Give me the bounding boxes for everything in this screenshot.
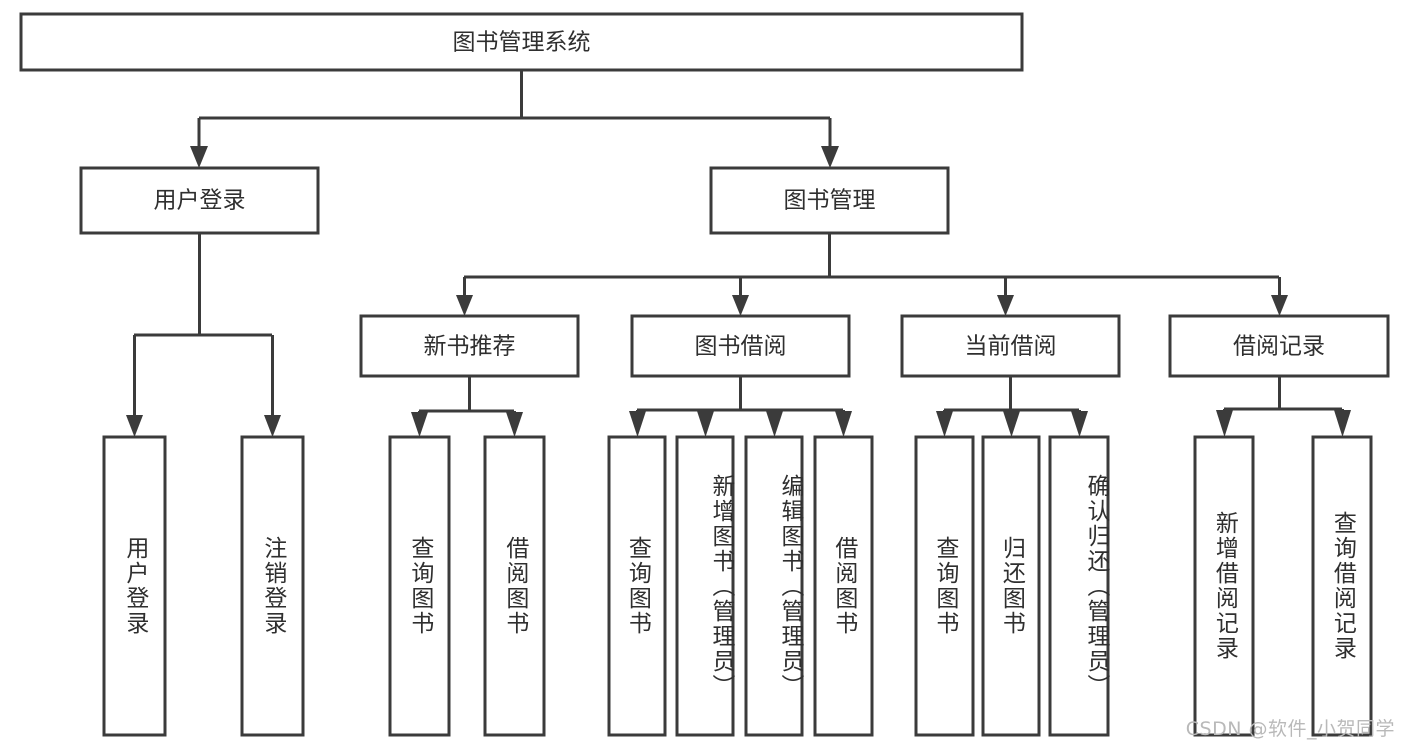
arrow-bookmgmt-d2-icon	[732, 295, 749, 316]
node-leaf-confirm-return-box[interactable]	[1048, 435, 1110, 737]
connector-group-book-mgmt	[456, 233, 1288, 316]
arrow-borrow-d3-icon	[766, 411, 783, 437]
node-root-label: 图书管理系统	[453, 30, 591, 56]
arrow-record-d1-icon	[1216, 410, 1233, 437]
arrow-bookmgmt-d4-icon	[1271, 295, 1288, 316]
arrow-user-leaf1-icon	[126, 415, 143, 437]
node-leaf-borrow-book-1-box[interactable]	[483, 435, 546, 737]
node-book-mgmt-box[interactable]	[709, 166, 950, 235]
arrow-current-d2-icon	[1003, 411, 1020, 437]
arrow-root-to-book-icon	[821, 146, 839, 168]
arrow-newbook-d1-icon	[411, 412, 428, 437]
node-root-box[interactable]	[19, 12, 1024, 72]
node-leaf-query-book-3-box[interactable]	[914, 435, 975, 737]
node-leaf-query-record-box[interactable]	[1311, 435, 1373, 737]
connector-group-root	[190, 70, 839, 168]
arrow-newbook-d2-icon	[506, 412, 523, 437]
node-leaf-query-book-1-box[interactable]	[388, 435, 451, 737]
node-leaf-add-record-box[interactable]	[1193, 435, 1255, 737]
connector-group-borrow	[629, 376, 852, 437]
node-borrow-record-label: 借阅记录	[1233, 334, 1325, 360]
node-current-borrow-label: 当前借阅	[965, 334, 1057, 360]
arrow-current-d1-icon	[936, 411, 953, 437]
node-user-login-label: 用户登录	[154, 188, 246, 214]
arrow-current-d3-icon	[1071, 411, 1088, 437]
arrow-user-leaf2-icon	[264, 415, 281, 437]
node-book-borrow-label: 图书借阅	[695, 334, 787, 360]
node-new-book-rec-box[interactable]	[359, 314, 580, 378]
node-leaf-add-book-box[interactable]	[675, 435, 735, 737]
node-current-borrow-box[interactable]	[900, 314, 1121, 378]
connector-group-newbook	[411, 376, 523, 437]
node-leaf-edit-book-box[interactable]	[744, 435, 804, 737]
node-user-login-box[interactable]	[79, 166, 320, 235]
connector-group-record	[1216, 376, 1351, 437]
arrow-borrow-d1-icon	[629, 411, 646, 437]
node-leaf-query-book-2-box[interactable]	[607, 435, 667, 737]
node-book-borrow-box[interactable]	[630, 314, 851, 378]
node-book-mgmt-label: 图书管理	[784, 188, 876, 214]
connector-group-user-login	[126, 233, 281, 437]
node-leaf-user-login-box[interactable]	[102, 435, 167, 737]
node-leaf-borrow-book-2-box[interactable]	[813, 435, 874, 737]
node-borrow-record-box[interactable]	[1168, 314, 1390, 378]
arrow-borrow-d4-icon	[835, 411, 852, 437]
node-leaf-logout-box[interactable]	[240, 435, 305, 737]
arrow-root-to-user-icon	[190, 146, 208, 168]
arrow-bookmgmt-d3-icon	[997, 295, 1014, 316]
arrow-borrow-d2-icon	[697, 411, 714, 437]
watermark-text: CSDN @软件_小贺同学	[1185, 718, 1395, 740]
arrow-bookmgmt-d1-icon	[456, 295, 473, 316]
arrow-record-d2-icon	[1334, 410, 1351, 437]
node-leaf-return-book-box[interactable]	[981, 435, 1041, 737]
node-new-book-rec-label: 新书推荐	[424, 334, 516, 360]
connector-group-current	[936, 376, 1088, 437]
